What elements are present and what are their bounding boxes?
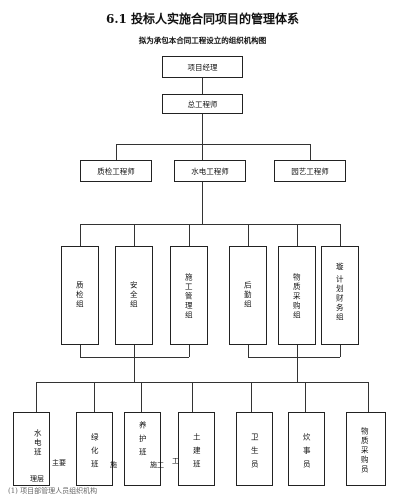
node-safety-group-label: 安全组 bbox=[129, 281, 139, 310]
node-procurement-staff: 物质采购员 bbox=[346, 412, 386, 486]
overlay-text-5: 工 bbox=[172, 457, 179, 465]
node-greening-team-label: 绿化班 bbox=[90, 433, 100, 474]
node-finance-group: 璇 计划财务组 bbox=[321, 246, 359, 345]
node-finance-group-label: 计划财务组 bbox=[335, 275, 345, 323]
node-sanitation-staff-label: 卫生员 bbox=[250, 433, 260, 474]
node-mep-team-label: 水电班 bbox=[33, 429, 43, 458]
node-sanitation-staff: 卫生员 bbox=[236, 412, 273, 486]
page-title: 6.1 投标人实施合同项目的管理体系 bbox=[105, 12, 300, 26]
node-mep-team: 水电班 bbox=[13, 412, 50, 486]
node-landscape-engineer: 园艺工程师 bbox=[274, 160, 346, 182]
overlay-text-4: 施工 bbox=[150, 461, 164, 469]
node-chief-engineer: 总工程师 bbox=[162, 94, 243, 114]
node-maintenance-team: 养护班 bbox=[124, 412, 161, 486]
node-cook-staff-label: 炊事员 bbox=[302, 433, 312, 474]
node-greening-team: 绿化班 bbox=[76, 412, 113, 486]
node-logistics-group-label: 后勤组 bbox=[243, 281, 253, 310]
node-construction-mgmt-group: 施工管理组 bbox=[170, 246, 208, 345]
overlay-text-2: 理层 bbox=[30, 475, 44, 483]
node-qc-group-label: 质检组 bbox=[75, 281, 85, 310]
node-procurement-group-label: 物质采购组 bbox=[292, 273, 302, 321]
overlay-text-1: 主要 bbox=[52, 459, 66, 467]
node-civil-team: 土建班 bbox=[178, 412, 215, 486]
node-cook-staff: 炊事员 bbox=[288, 412, 325, 486]
node-safety-group: 安全组 bbox=[115, 246, 153, 345]
overlay-text-3: 施 bbox=[110, 461, 117, 469]
section-note: (1) 项目部管理人员组织机构 bbox=[8, 487, 98, 495]
node-qc-group: 质检组 bbox=[61, 246, 99, 345]
node-construction-mgmt-group-label: 施工管理组 bbox=[184, 273, 194, 321]
node-logistics-group: 后勤组 bbox=[229, 246, 267, 345]
node-civil-team-label: 土建班 bbox=[192, 433, 202, 474]
node-procurement-group: 物质采购组 bbox=[278, 246, 316, 345]
node-procurement-staff-label: 物质采购员 bbox=[360, 427, 370, 475]
node-mep-engineer: 水电工程师 bbox=[174, 160, 246, 182]
node-project-manager: 项目经理 bbox=[162, 56, 243, 78]
chart-subtitle: 拟为承包本合同工程设立的组织机构图 bbox=[138, 36, 267, 45]
node-qc-engineer: 质检工程师 bbox=[80, 160, 152, 182]
node-maintenance-team-label: 养护班 bbox=[138, 421, 148, 462]
node-finance-group-mark: 璇 bbox=[336, 262, 344, 271]
